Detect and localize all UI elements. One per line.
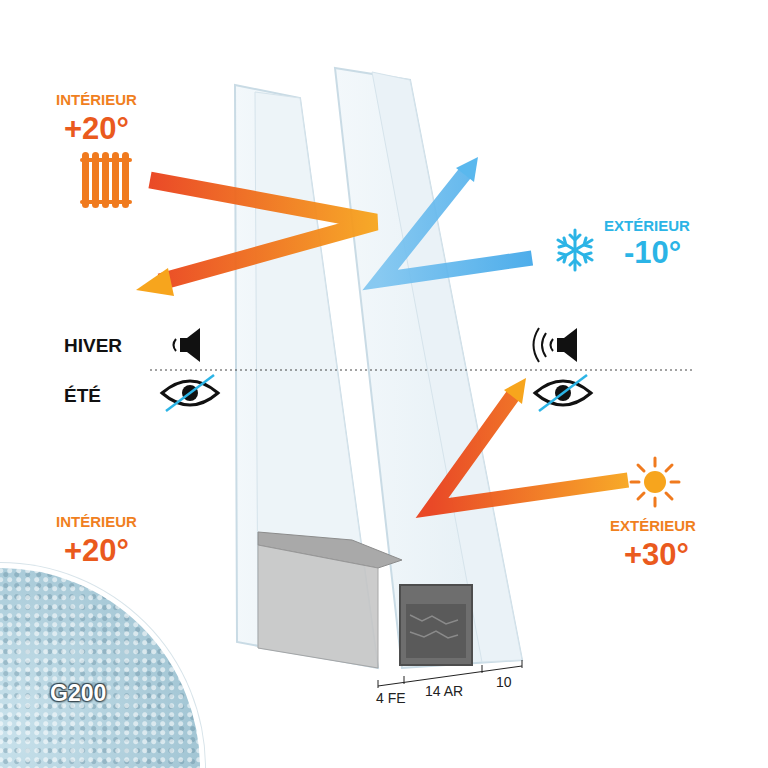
speaker-icon-quiet xyxy=(174,328,201,362)
region-label: INTÉRIEUR xyxy=(56,514,137,531)
snowflake-icon xyxy=(558,230,592,270)
region-label: EXTÉRIEUR xyxy=(604,218,690,235)
sun-icon xyxy=(631,458,679,506)
region-label: EXTÉRIEUR xyxy=(610,518,696,535)
radiator-icon xyxy=(80,152,132,208)
heat-arrows xyxy=(136,157,628,508)
speaker-icon-loud xyxy=(534,328,578,362)
dimension-label: 4 FE xyxy=(376,691,406,706)
temperature-value: +30° xyxy=(624,538,689,572)
glass-panes xyxy=(235,68,522,668)
region-label: INTÉRIEUR xyxy=(56,92,137,109)
eye-slash-icon xyxy=(162,375,218,411)
temperature-value: +20° xyxy=(64,534,129,568)
dimension-label: 14 AR xyxy=(425,684,463,699)
eye-slash-icon xyxy=(535,375,591,411)
temperature-value: -10° xyxy=(624,236,681,270)
dimension-label: 10 xyxy=(496,675,512,690)
sample-name: G200 xyxy=(50,680,106,707)
season-divider xyxy=(150,370,695,371)
texture-sample: G200 xyxy=(0,563,205,768)
season-label: ÉTÉ xyxy=(64,386,101,407)
season-label: HIVER xyxy=(64,336,122,357)
temperature-value: +20° xyxy=(64,112,129,146)
